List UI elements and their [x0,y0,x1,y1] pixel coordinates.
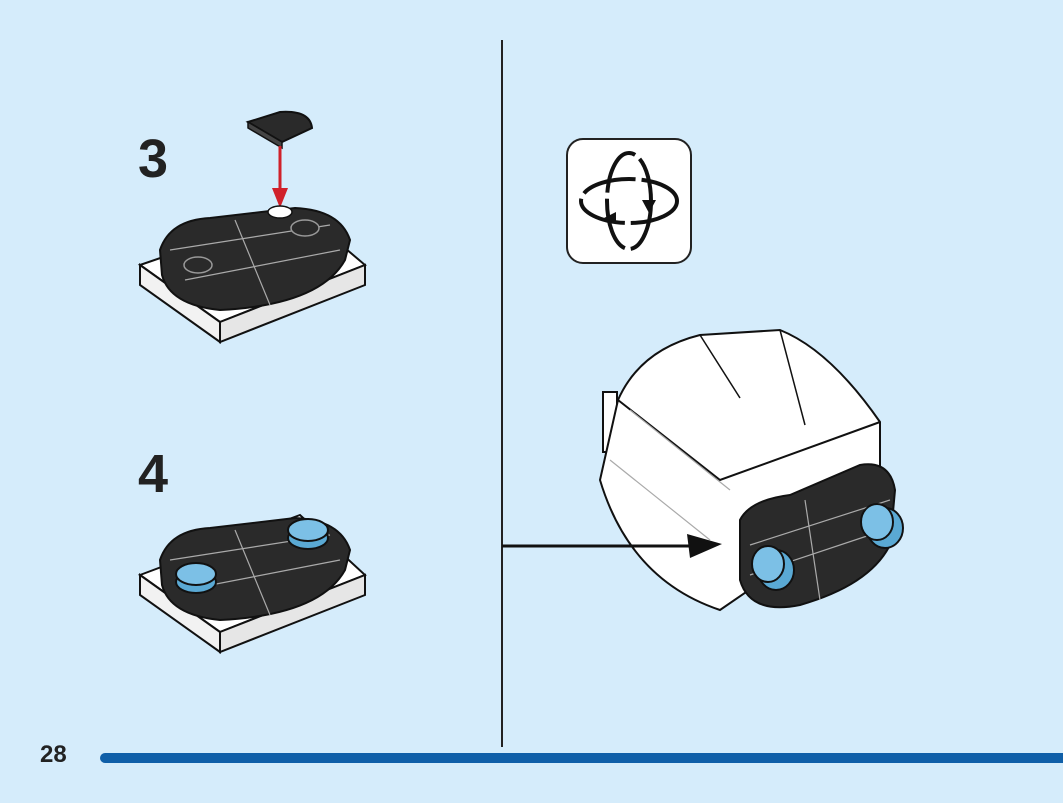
step-4-number: 4 [138,444,169,504]
callout-arrow [502,534,722,558]
page-number: 28 [40,741,67,768]
step-3-number: 3 [138,129,169,189]
dark-stud [183,256,213,274]
page-divider [501,40,503,747]
page-progress-bar [100,753,1063,763]
step-3-build-illustration [137,110,367,344]
blue-stud [860,503,904,549]
blue-stud [287,518,329,550]
step-4-build-illustration [137,513,367,654]
assembled-model-illustration [598,328,904,612]
red-placement-arrow [272,146,288,208]
white-stud [267,205,293,219]
blue-stud [751,545,795,591]
blue-stud [175,562,217,594]
quarter-tile-piece [245,110,314,150]
rotate-model-icon [566,138,692,264]
dark-stud [290,219,320,237]
